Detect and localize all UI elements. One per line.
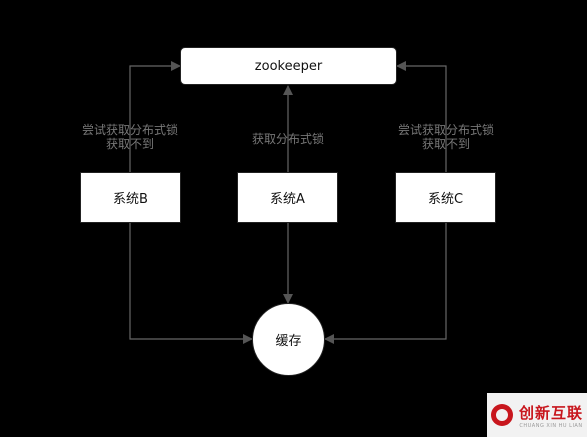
watermark-text: 创新互联 CHUANG XIN HU LIAN bbox=[519, 402, 583, 429]
system-a-label: 系统A bbox=[270, 192, 305, 207]
system-b-label: 系统B bbox=[113, 192, 148, 207]
arrow-b-to-cache bbox=[129, 223, 253, 344]
watermark-sub-text: CHUANG XIN HU LIAN bbox=[519, 422, 583, 429]
system-a-node: 系统A bbox=[237, 172, 338, 223]
cache-node: 缓存 bbox=[252, 303, 325, 376]
zookeeper-node: zookeeper bbox=[180, 47, 397, 85]
system-c-edge-label-line1: 尝试获取分布式锁 bbox=[397, 123, 494, 137]
system-b-node: 系统B bbox=[80, 172, 181, 223]
system-c-edge-label-line2: 获取不到 bbox=[421, 137, 470, 151]
system-b-edge-label-line1: 尝试获取分布式锁 bbox=[81, 123, 178, 137]
cache-label: 缓存 bbox=[275, 334, 302, 349]
arrow-b-to-zookeeper bbox=[129, 61, 181, 172]
zookeeper-label: zookeeper bbox=[254, 58, 323, 74]
system-c-node: 系统C bbox=[395, 172, 496, 223]
system-a-edge-label: 获取分布式锁 bbox=[251, 132, 324, 146]
system-b-edge-label: 尝试获取分布式锁 获取不到 bbox=[60, 123, 200, 151]
system-c-label: 系统C bbox=[427, 192, 464, 207]
system-b-edge-label-line2: 获取不到 bbox=[105, 137, 154, 151]
logo-icon bbox=[490, 404, 513, 426]
watermark-logo: 创新互联 CHUANG XIN HU LIAN bbox=[487, 393, 587, 437]
watermark-main-text: 创新互联 bbox=[518, 403, 583, 422]
system-c-edge-label: 尝试获取分布式锁 获取不到 bbox=[376, 123, 516, 151]
arrow-c-to-cache bbox=[324, 223, 447, 344]
arrow-c-to-zookeeper bbox=[396, 61, 447, 172]
